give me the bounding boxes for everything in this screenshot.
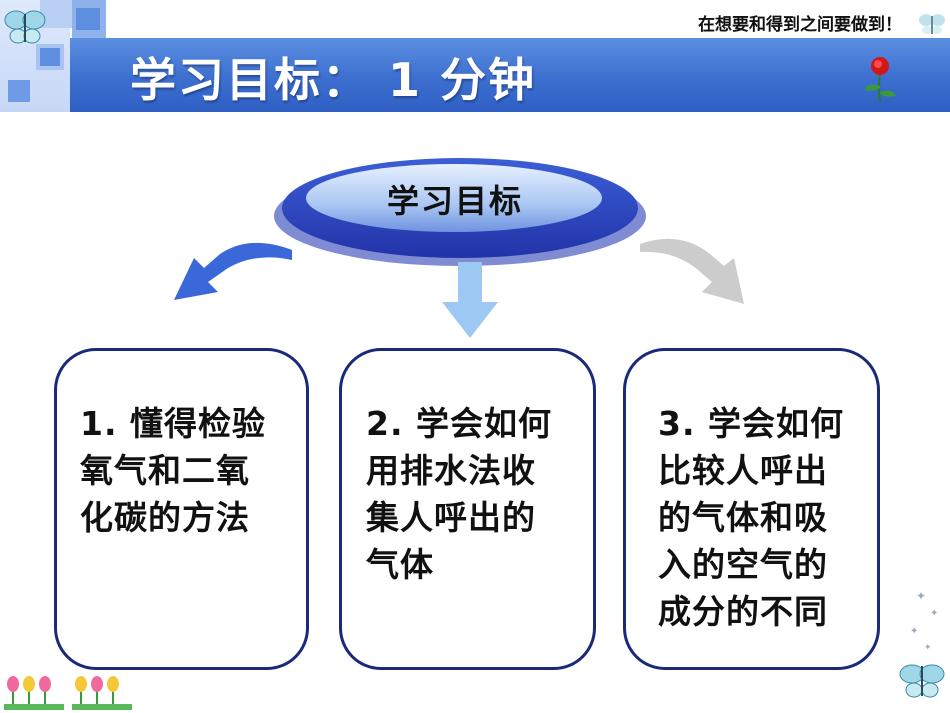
header-banner [70, 38, 950, 112]
goal-line: 用排水法收 [366, 451, 536, 490]
butterfly-icon [4, 10, 46, 44]
goal-line: 2. 学会如何 [366, 404, 552, 443]
goal-line: 氧气和二氧 [80, 451, 250, 490]
butterfly-icon [919, 14, 945, 34]
decor-square [40, 48, 60, 66]
svg-text:✦: ✦ [916, 589, 926, 603]
goal-line: 3. 学会如何 [658, 404, 844, 443]
goal-text-1: 1. 懂得检验 氧气和二氧 化碳的方法 [80, 400, 266, 541]
decor-square [40, 0, 72, 28]
rose-icon [864, 57, 896, 103]
goal-line: 比较人呼出 [658, 451, 828, 490]
decor-square [76, 8, 100, 30]
butterfly-icon: ✦ ✦ ✦ ✦ [899, 589, 945, 698]
goal-line: 集人呼出的 [366, 498, 536, 537]
goal-line: 气体 [366, 545, 434, 584]
goal-line: 1. 懂得检验 [80, 404, 266, 443]
arrow-left-icon [174, 242, 292, 300]
goal-line: 化碳的方法 [80, 498, 250, 537]
goal-card-3 [623, 348, 880, 670]
svg-text:✦: ✦ [910, 626, 918, 637]
svg-text:✦: ✦ [924, 643, 932, 653]
motto-text: 在想要和得到之间要做到！ [698, 15, 902, 35]
arrow-right-icon [640, 238, 744, 304]
goal-text-3: 3. 学会如何 比较人呼出 的气体和吸 入的空气的 成分的不同 [658, 400, 844, 635]
svg-text:✦: ✦ [930, 608, 938, 619]
center-ellipse [274, 158, 646, 266]
arrow-down-icon [442, 262, 498, 338]
page-title: 学习目标： 1 分钟 [130, 53, 537, 107]
center-label: 学习目标 [386, 182, 523, 220]
tulip-row-icon [4, 676, 132, 710]
goal-line: 入的空气的 [658, 545, 828, 584]
goal-card-2 [339, 348, 596, 670]
goal-card-1 [54, 348, 309, 670]
goal-text-2: 2. 学会如何 用排水法收 集人呼出的 气体 [366, 400, 552, 588]
goal-line: 的气体和吸 [658, 498, 828, 537]
goal-line: 成分的不同 [658, 592, 828, 631]
decor-square [8, 80, 30, 102]
